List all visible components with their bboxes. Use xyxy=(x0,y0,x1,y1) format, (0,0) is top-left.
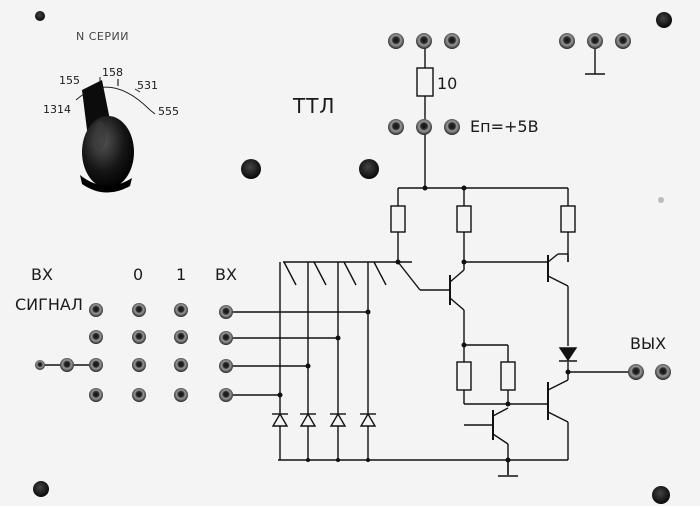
jack-ground-3[interactable] xyxy=(615,33,631,49)
series-option-555: 555 xyxy=(158,105,179,118)
jack-sockets xyxy=(35,33,671,402)
resistor-r5 xyxy=(500,361,516,391)
level-one-label: 1 xyxy=(176,265,187,284)
jack-input-1[interactable] xyxy=(219,305,233,319)
screw-bottom-right xyxy=(652,486,670,504)
jack-power-1[interactable] xyxy=(388,119,404,135)
jack-input-4[interactable] xyxy=(219,388,233,402)
resistors xyxy=(390,67,576,391)
series-option-531: 531 xyxy=(137,79,158,92)
screw-bottom-left xyxy=(33,481,49,497)
ttl-schematic xyxy=(40,41,636,477)
jack-signal-b[interactable] xyxy=(60,358,74,372)
jack-signal-row3[interactable] xyxy=(89,358,103,372)
inputs-label: ВХ xyxy=(215,265,237,284)
jack-power-2[interactable] xyxy=(416,119,432,135)
jack-input-2[interactable] xyxy=(219,331,233,345)
corner-screws xyxy=(33,11,672,504)
jack-zero-row3[interactable] xyxy=(132,358,146,372)
jack-supply-2[interactable] xyxy=(416,33,432,49)
jack-input-3[interactable] xyxy=(219,359,233,373)
resistor-r2 xyxy=(456,205,472,233)
jack-zero-row2[interactable] xyxy=(132,330,146,344)
jack-output-2[interactable] xyxy=(655,364,671,380)
jack-zero-row1[interactable] xyxy=(132,303,146,317)
jack-one-row3[interactable] xyxy=(174,358,188,372)
screw-top-left xyxy=(35,11,45,21)
input-signal-label-bottom: СИГНАЛ xyxy=(15,295,83,314)
jack-one-row2[interactable] xyxy=(174,330,188,344)
resistor-r1 xyxy=(390,205,406,233)
jack-one-row4[interactable] xyxy=(174,388,188,402)
screw-mid-left xyxy=(241,159,261,179)
resistor-r4 xyxy=(456,361,472,391)
series-option-155: 155 xyxy=(59,74,80,87)
output-label: ВЫХ xyxy=(630,334,667,353)
jack-power-3[interactable] xyxy=(444,119,460,135)
level-zero-label: 0 xyxy=(133,265,144,284)
jack-output-1[interactable] xyxy=(628,364,644,380)
series-selector-knob[interactable] xyxy=(80,80,134,193)
jack-signal-row1[interactable] xyxy=(89,303,103,317)
diodes xyxy=(271,347,578,427)
screw-top-right xyxy=(656,12,672,28)
series-option-1314: 1314 xyxy=(43,103,71,116)
jack-signal-row2[interactable] xyxy=(89,330,103,344)
jack-supply-3[interactable] xyxy=(444,33,460,49)
jack-signal-row4[interactable] xyxy=(89,388,103,402)
screw-mid-right xyxy=(359,159,379,179)
resistor-10 xyxy=(416,67,434,97)
supply-voltage-label: Еп=+5В xyxy=(470,117,539,136)
logic-family-label: ТТЛ xyxy=(293,94,336,118)
input-signal-label-top: ВХ xyxy=(31,265,53,284)
jack-zero-row4[interactable] xyxy=(132,388,146,402)
resistor-r3 xyxy=(560,205,576,233)
resistor-value-label: 10 xyxy=(437,74,458,93)
jack-supply-1[interactable] xyxy=(388,33,404,49)
junctions xyxy=(277,185,571,463)
output-diode xyxy=(558,347,578,362)
series-option-158: 158 xyxy=(102,66,123,79)
jack-signal-a[interactable] xyxy=(35,360,45,370)
jack-ground-2[interactable] xyxy=(587,33,603,49)
series-selector-title: N СЕРИИ xyxy=(76,30,129,43)
jack-one-row1[interactable] xyxy=(174,303,188,317)
jack-ground-1[interactable] xyxy=(559,33,575,49)
